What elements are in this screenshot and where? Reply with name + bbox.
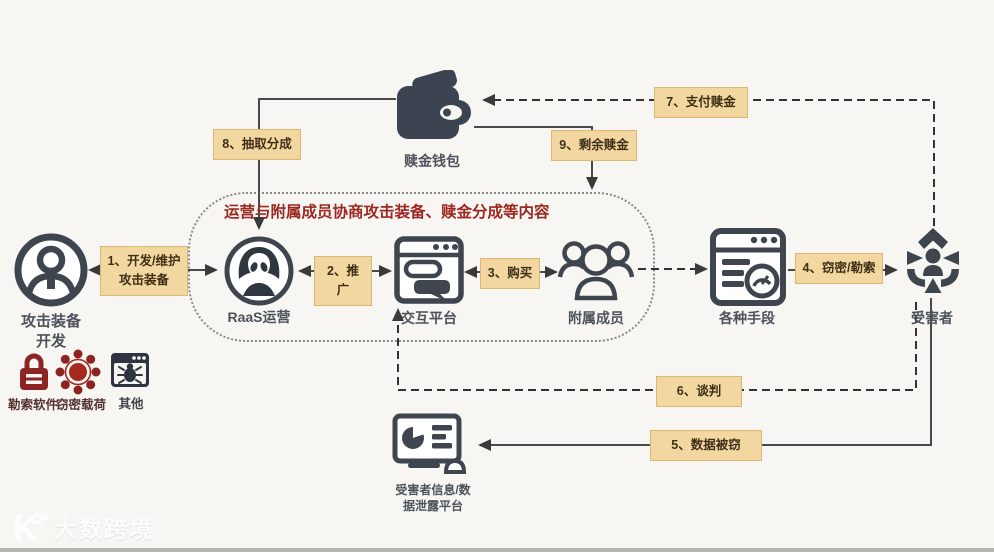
edge-9-line <box>474 126 593 184</box>
attack-equipment-developer-label: 攻击装备 开发 <box>5 312 97 351</box>
various-methods-icon <box>710 228 786 306</box>
watermark-text: 大数跨境 <box>54 516 154 542</box>
bottom-edge-strip <box>0 548 994 552</box>
edge-6-line <box>397 302 917 391</box>
edge-5-line <box>482 298 932 446</box>
edge-8-tag: 8、抽取分成 <box>213 129 301 160</box>
victim-icon <box>907 228 959 293</box>
watermark: 大数跨境 <box>10 510 154 544</box>
edge-4-tag: 4、窃密/勒索 <box>795 253 883 284</box>
interaction-platform-label: 交互平台 <box>401 310 457 326</box>
raas-operator-icon <box>224 236 294 306</box>
attacker-label-line1: 攻击装备 <box>20 313 81 330</box>
edge-7-tag: 7、支付赎金 <box>654 87 748 118</box>
raas-operator-label: RaaS运营 <box>227 309 291 325</box>
leak-label-line2: 据泄露平台 <box>402 498 463 513</box>
edge-9-tag: 9、剩余赎金 <box>551 130 637 161</box>
victim-label: 受害者 <box>911 310 953 326</box>
affiliates-icon <box>557 241 635 301</box>
edge-1-tag-line1: 1、开发/维护 <box>107 254 181 268</box>
edge-7-line <box>486 99 935 226</box>
edge-3-tag: 3、购买 <box>480 258 540 289</box>
edge-2-tag: 2、推广 <box>314 256 372 306</box>
edge-1-tag-line2: 攻击装备 <box>118 272 169 287</box>
negotiation-dashed-container <box>188 192 655 342</box>
edge-1-tag: 1、开发/维护 攻击装备 <box>100 246 188 296</box>
negotiation-note-text: 运营与附属成员协商攻击装备、赎金分成等内容 <box>224 204 550 221</box>
attacker-label-line2: 开发 <box>35 332 66 350</box>
other-malware-icon <box>111 353 149 387</box>
ransom-wallet-label: 赎金钱包 <box>404 153 460 169</box>
other-legend-label: 其他 <box>118 397 144 411</box>
attack-equipment-developer-icon <box>14 233 88 307</box>
edge-5-tag: 5、数据被窃 <box>650 430 762 461</box>
ransom-wallet-icon <box>397 70 471 139</box>
edge-8-line <box>258 98 396 224</box>
leak-platform-label: 受害者信息/数 据泄露平台 <box>380 483 486 514</box>
stealer-payload-legend-label: 窃密载荷 <box>55 398 106 412</box>
watermark-logo-icon <box>14 512 48 542</box>
affiliates-label: 附属成员 <box>568 310 624 326</box>
interaction-platform-icon <box>394 236 464 304</box>
arrowheads <box>88 94 898 451</box>
leak-platform-icon <box>392 413 467 474</box>
leak-label-line1: 受害者信息/数 <box>395 483 471 497</box>
various-methods-label: 各种手段 <box>719 310 775 326</box>
stealer-payload-virus-icon <box>55 349 101 395</box>
ransomware-lock-icon <box>20 353 48 390</box>
edge-6-tag: 6、谈判 <box>656 376 742 407</box>
ransomware-legend-label: 勒索软件 <box>7 398 58 412</box>
